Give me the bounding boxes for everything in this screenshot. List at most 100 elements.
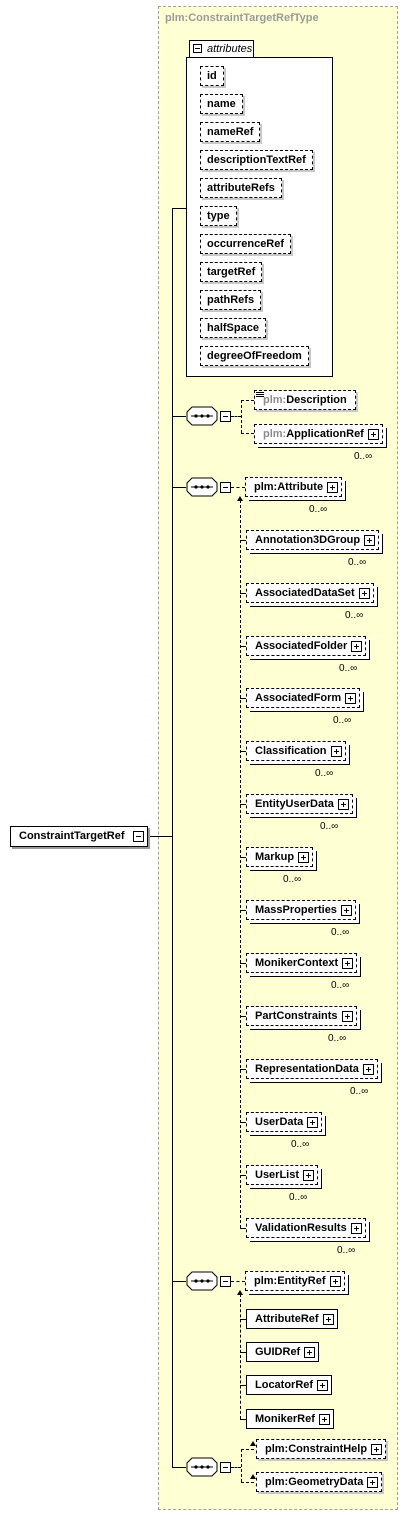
expand-icon[interactable] — [345, 693, 357, 704]
element-entityref-head[interactable]: plm:EntityRef — [245, 1271, 345, 1291]
expand-icon[interactable] — [362, 1064, 374, 1075]
element-attributeref[interactable]: AttributeRef — [246, 1309, 338, 1329]
collapse-icon[interactable] — [193, 44, 202, 53]
substitution-branch — [240, 1419, 246, 1420]
element-application-ref[interactable]: plm:ApplicationRef — [254, 424, 383, 444]
expand-icon[interactable] — [337, 799, 349, 810]
substitution-line — [240, 500, 241, 1228]
element-geometrydata[interactable]: plm:GeometryData — [256, 1472, 383, 1492]
substitution-branch — [240, 1069, 246, 1070]
cardinality: 0..∞ — [289, 1192, 308, 1203]
attribute-description-text-ref[interactable]: descriptionTextRef — [200, 150, 313, 170]
expand-icon[interactable] — [367, 1477, 379, 1488]
expand-icon[interactable] — [358, 588, 370, 599]
expand-icon[interactable] — [371, 1444, 383, 1455]
cardinality: 0..∞ — [350, 1086, 369, 1097]
expand-icon[interactable] — [330, 746, 342, 757]
expand-icon[interactable] — [367, 429, 379, 440]
element-validationresults[interactable]: ValidationResults — [246, 1218, 366, 1238]
element-markup[interactable]: Markup — [246, 847, 314, 867]
attribute-name[interactable]: name — [200, 94, 243, 114]
element-representationdata[interactable]: RepresentationData — [246, 1059, 378, 1079]
collapse-icon[interactable] — [220, 411, 231, 422]
cardinality: 0..∞ — [309, 504, 328, 515]
collapse-icon[interactable] — [220, 1276, 231, 1287]
element-label: PartConstraints — [255, 1010, 338, 1022]
element-massproperties[interactable]: MassProperties — [246, 900, 356, 920]
attribute-occurrence-ref[interactable]: occurrenceRef — [200, 234, 292, 254]
substitution-arrow — [237, 496, 243, 501]
attribute-half-space[interactable]: halfSpace — [200, 318, 266, 338]
cardinality: 0..∞ — [354, 451, 373, 462]
expand-icon[interactable] — [342, 958, 354, 969]
element-guidref[interactable]: GUIDRef — [246, 1342, 320, 1362]
attribute-path-refs[interactable]: pathRefs — [200, 290, 262, 310]
substitution-branch — [240, 1319, 246, 1320]
expand-icon[interactable] — [327, 482, 339, 493]
substitution-branch — [240, 1385, 246, 1386]
element-partconstraints[interactable]: PartConstraints — [246, 1006, 357, 1026]
substitution-branch — [240, 593, 246, 594]
substitution-branch — [240, 910, 246, 911]
expand-icon[interactable] — [317, 1380, 329, 1391]
expand-icon[interactable] — [364, 535, 376, 546]
sequence-compositor-2[interactable] — [186, 477, 230, 497]
element-entityuserdata[interactable]: EntityUserData — [246, 794, 353, 814]
substitution-branch — [240, 1352, 246, 1353]
cardinality: 0..∞ — [345, 610, 364, 621]
element-attribute-head[interactable]: plm:Attribute — [245, 477, 343, 497]
cardinality: 0..∞ — [331, 927, 350, 938]
element-monikercontext[interactable]: MonikerContext — [246, 953, 358, 973]
cardinality: 0..∞ — [283, 874, 302, 885]
element-classification[interactable]: Classification — [246, 741, 346, 761]
attribute-degree-of-freedom[interactable]: degreeOfFreedom — [200, 346, 309, 366]
attributes-header[interactable]: attributes — [189, 40, 254, 57]
cardinality: 0..∞ — [333, 715, 352, 726]
collapse-icon[interactable] — [132, 831, 144, 842]
expand-icon[interactable] — [303, 1170, 315, 1181]
expand-icon[interactable] — [341, 1011, 353, 1022]
element-associatedfolder[interactable]: AssociatedFolder — [246, 636, 367, 656]
sequence-compositor-1[interactable] — [186, 406, 230, 426]
expand-icon[interactable] — [329, 1276, 341, 1287]
substitution-branch — [240, 751, 246, 752]
collapse-icon[interactable] — [220, 1462, 231, 1473]
attribute-name-ref[interactable]: nameRef — [200, 122, 261, 142]
expand-icon[interactable] — [351, 641, 363, 652]
element-annotation3dgroup[interactable]: Annotation3DGroup — [246, 530, 380, 550]
substitution-branch — [240, 1016, 246, 1017]
element-label: Annotation3DGroup — [255, 534, 361, 546]
expand-icon[interactable] — [322, 1314, 334, 1325]
root-element[interactable]: ConstraintTargetRef — [10, 826, 148, 847]
namespace-prefix: plm: — [265, 1476, 289, 1488]
element-label: Classification — [255, 745, 327, 757]
attribute-attribute-refs[interactable]: attributeRefs — [200, 178, 282, 198]
element-userlist[interactable]: UserList — [246, 1165, 319, 1185]
element-label: LocatorRef — [255, 1379, 314, 1391]
element-associateddataset[interactable]: AssociatedDataSet — [246, 583, 374, 603]
collapse-icon[interactable] — [220, 482, 231, 493]
expand-icon[interactable] — [350, 1223, 362, 1234]
cardinality: 0..∞ — [339, 663, 358, 674]
element-description[interactable]: plm:Description — [254, 390, 356, 410]
expand-icon[interactable] — [298, 852, 310, 863]
expand-icon[interactable] — [304, 1347, 316, 1358]
element-monikerref[interactable]: MonikerRef — [246, 1409, 334, 1429]
element-userdata[interactable]: UserData — [246, 1112, 323, 1132]
attribute-target-ref[interactable]: targetRef — [200, 262, 263, 282]
element-label: GUIDRef — [255, 1346, 301, 1358]
seq4-branch — [231, 1467, 241, 1468]
attribute-type[interactable]: type — [200, 206, 237, 226]
namespace-prefix: plm: — [254, 1275, 278, 1287]
attribute-id[interactable]: id — [200, 66, 224, 86]
expand-icon[interactable] — [318, 1414, 330, 1425]
element-locatorref[interactable]: LocatorRef — [246, 1375, 333, 1395]
namespace-prefix: plm: — [263, 428, 287, 440]
element-constrainthelp[interactable]: plm:ConstraintHelp — [256, 1439, 387, 1459]
element-associatedform[interactable]: AssociatedForm — [246, 688, 361, 708]
expand-icon[interactable] — [340, 905, 352, 916]
sequence-compositor-3[interactable] — [186, 1271, 230, 1291]
seq1-branch — [231, 416, 241, 417]
sequence-compositor-4[interactable] — [186, 1457, 230, 1477]
expand-icon[interactable] — [307, 1117, 319, 1128]
